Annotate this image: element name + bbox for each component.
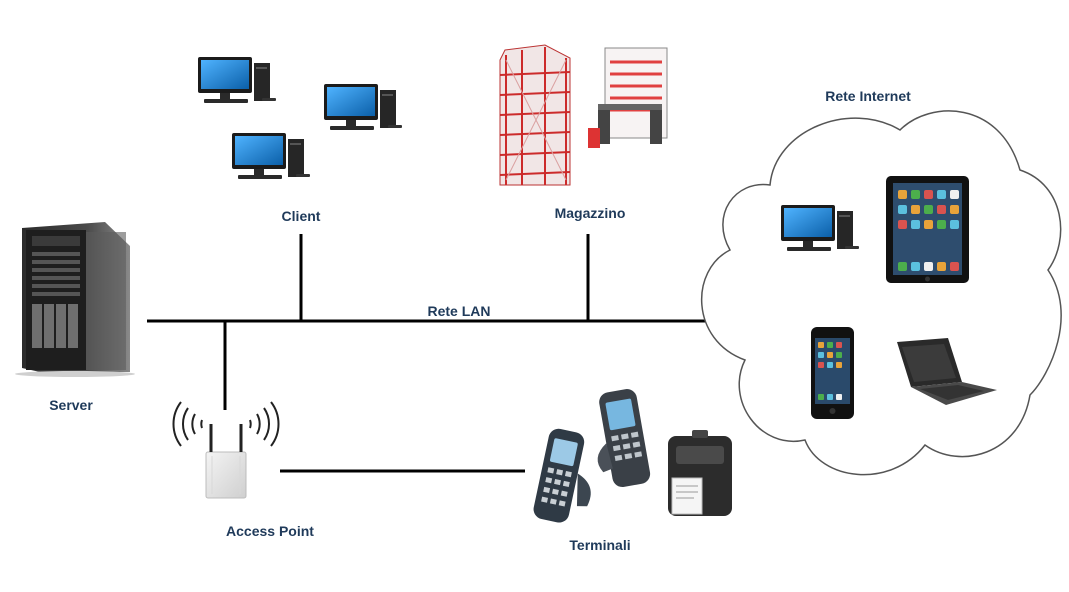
smartphone-icon bbox=[811, 327, 854, 419]
laptop-icon bbox=[897, 338, 997, 405]
automated-warehouse-icon bbox=[499, 44, 668, 186]
network-lines bbox=[147, 234, 708, 473]
handheld-terminal-icon bbox=[533, 389, 651, 523]
tablet-icon bbox=[886, 176, 969, 283]
client-label: Client bbox=[281, 208, 321, 224]
internet-cloud bbox=[701, 110, 1062, 476]
mobile-printer-icon bbox=[668, 430, 732, 516]
magazzino-label: Magazzino bbox=[554, 205, 626, 221]
rete-internet-label: Rete Internet bbox=[825, 88, 911, 104]
wireless-access-point-icon bbox=[172, 401, 280, 499]
terminali-label: Terminali bbox=[569, 537, 631, 553]
rete-lan-label: Rete LAN bbox=[427, 303, 491, 319]
tower-server-icon bbox=[15, 222, 135, 377]
access-point-label: Access Point bbox=[226, 523, 314, 539]
desktop-computer-icon bbox=[198, 57, 402, 179]
server-label: Server bbox=[49, 397, 93, 413]
